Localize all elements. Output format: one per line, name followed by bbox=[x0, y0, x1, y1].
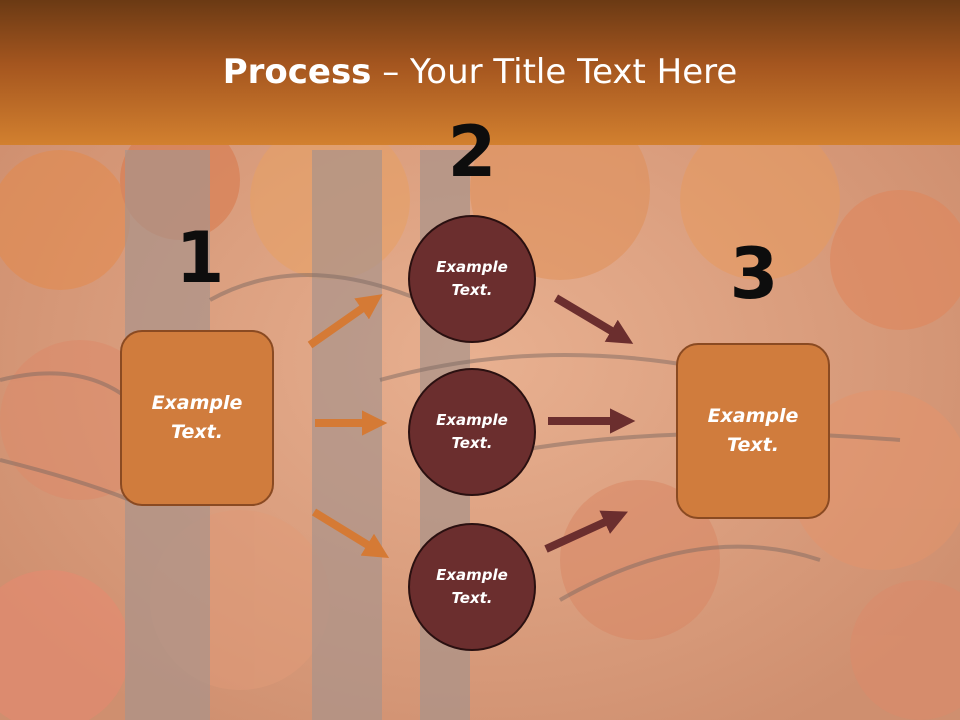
circle-text-line1: Example bbox=[436, 411, 508, 429]
title-bar bbox=[0, 0, 960, 145]
circle-text-line1: Example bbox=[436, 566, 508, 584]
title-bold: Process bbox=[222, 52, 372, 92]
box-text-line1: Example bbox=[707, 405, 799, 427]
circle-text-line2: Text. bbox=[451, 434, 493, 452]
arrow-from-circle-bottom bbox=[544, 510, 628, 553]
title-rest: – Your Title Text Here bbox=[371, 52, 738, 92]
arrow-to-circle-bottom bbox=[311, 508, 390, 559]
box-text-line2: Text. bbox=[171, 421, 223, 443]
step-number-3: 3 bbox=[729, 233, 779, 315]
circle-text-line2: Text. bbox=[451, 281, 493, 299]
box-text-line2: Text. bbox=[727, 434, 779, 456]
arrow-to-circle-top bbox=[307, 294, 383, 349]
arrow-from-circle-top bbox=[553, 294, 634, 344]
box-text-line1: Example bbox=[151, 392, 243, 414]
step-number-2: 2 bbox=[447, 111, 497, 193]
slide-title: Process – Your Title Text Here bbox=[0, 52, 960, 92]
step-number-1: 1 bbox=[175, 217, 225, 299]
circle-text-line1: Example bbox=[436, 258, 508, 276]
circle-text-line2: Text. bbox=[451, 589, 493, 607]
